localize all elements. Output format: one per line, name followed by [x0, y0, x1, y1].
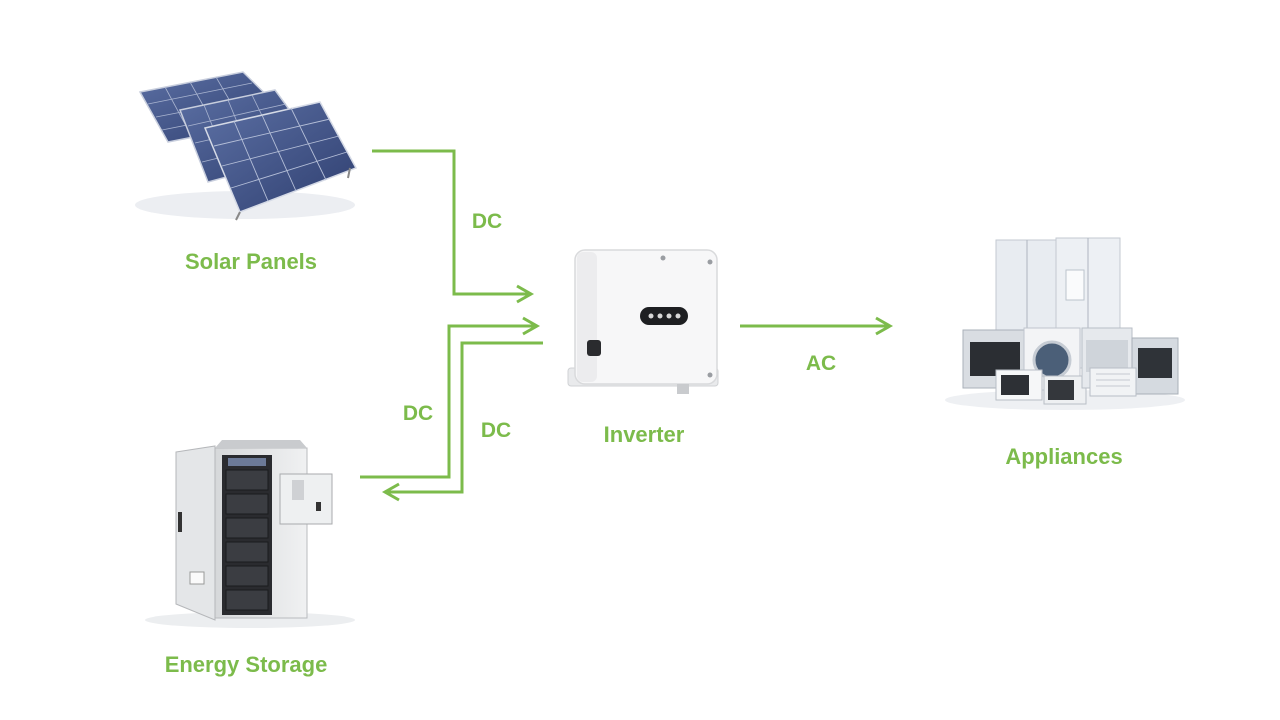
ac-label: AC: [805, 352, 837, 375]
inverter-to-storage-line: [388, 341, 543, 494]
inverter-icon: [567, 249, 719, 394]
battery-cabinet-icon: [145, 440, 355, 628]
solar-to-inverter-arrowhead: [516, 284, 535, 304]
energy-storage-label: Energy Storage: [164, 652, 328, 677]
dc-label-solar: DC: [471, 210, 503, 233]
inverter-to-appliances-arrowhead: [875, 316, 894, 336]
storage-to-inverter-arrowhead: [522, 316, 541, 336]
solar-panels-label: Solar Panels: [184, 249, 318, 274]
storage-to-inverter-line: [360, 324, 534, 479]
appliances-label: Appliances: [1005, 444, 1123, 469]
solar-panels-icon: [135, 71, 358, 221]
inverter-to-storage-arrowhead: [381, 482, 400, 502]
dc-label-inverter-to-storage: DC: [480, 419, 512, 442]
inverter-label: Inverter: [603, 422, 685, 447]
solar-to-inverter-line: [372, 149, 528, 296]
home-appliances-icon: [945, 237, 1185, 410]
dc-label-storage-to-inverter: DC: [402, 402, 434, 425]
